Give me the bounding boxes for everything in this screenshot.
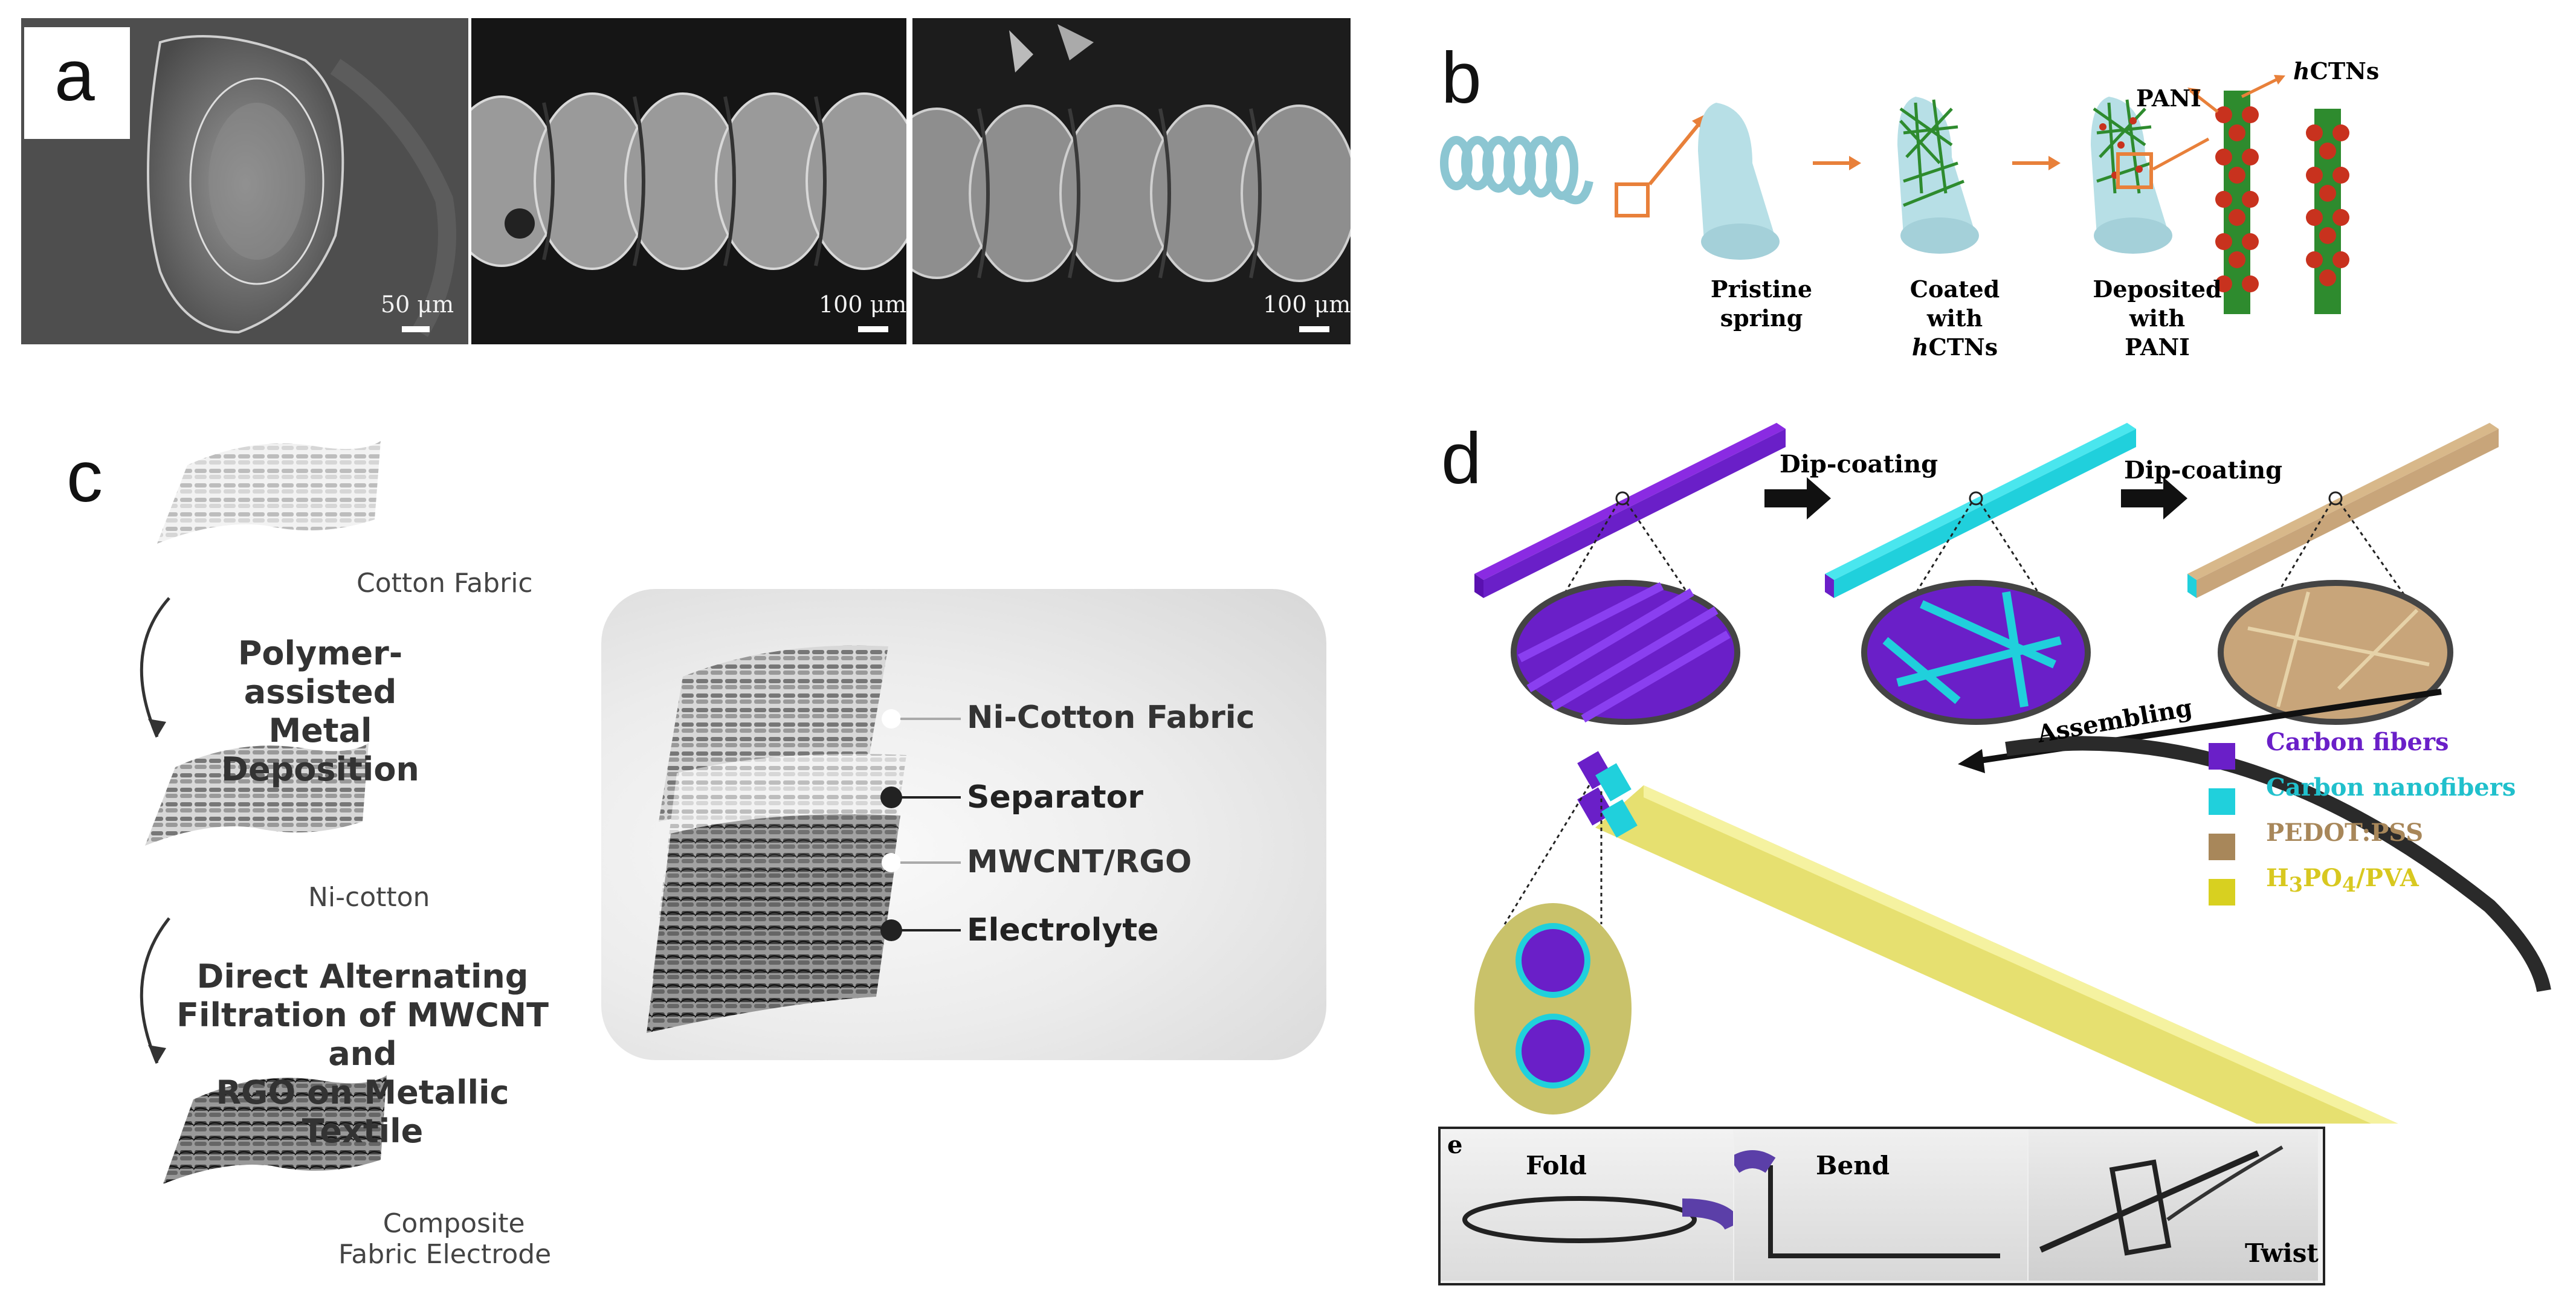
photo-label-bend: Bend: [1816, 1151, 1890, 1180]
step-line: Metal Deposition: [221, 712, 419, 788]
legend-pedot-pss: PEDOT:PSS: [2266, 819, 2424, 847]
scale-label: 100 μm: [819, 291, 907, 318]
layer-label-electrolyte: Electrolyte: [967, 912, 1159, 948]
step-label-coated: Coated with hCTNs: [1882, 275, 2027, 362]
fiber-supercapacitor-diagram: [1474, 423, 2551, 1124]
callout-pani: PANI: [2136, 85, 2201, 112]
step-label-pristine: Pristine spring: [1701, 275, 1822, 333]
scale-bar: [858, 326, 888, 332]
stacked-layers-illustration: [647, 645, 961, 1033]
panel-letter-e: e: [1447, 1131, 1463, 1159]
step-line: PANI: [2125, 333, 2190, 361]
step-line: RGO on Metallic Textile: [216, 1073, 509, 1150]
step-line: Polymer-assisted: [237, 634, 403, 711]
step-line: Pristine: [1710, 275, 1813, 303]
photo-label-twist: Twist: [2245, 1238, 2319, 1268]
label-composite: Composite Fabric Electrode: [338, 1208, 551, 1270]
scale-bar: [1299, 326, 1329, 332]
photo-twist: [2029, 1129, 2318, 1281]
spring-schematic-diagram: [1440, 75, 2349, 314]
sem-image-coiled-spring-2: [912, 18, 1351, 344]
fabric-process-diagram: [140, 441, 387, 1184]
sem-image-coiled-spring-1: [471, 18, 906, 344]
step-line: spring: [1720, 304, 1803, 332]
panel-letter-b: b: [1441, 37, 1482, 118]
callout-hctns: hCTNs: [2293, 57, 2380, 85]
step-direct-alternating: Direct Alternating Filtration of MWCNT a…: [157, 957, 568, 1151]
label-line: Fabric Electrode: [338, 1239, 552, 1270]
photo-label-fold: Fold: [1526, 1151, 1587, 1180]
panel-letter-d: d: [1441, 418, 1482, 499]
step-line: Coated with: [1909, 275, 2000, 332]
hctns-text: CTNs: [2310, 57, 2380, 85]
layer-label-separator: Separator: [967, 779, 1143, 815]
panel-letter-c: c: [66, 436, 103, 517]
layer-label-ni-cotton: Ni-Cotton Fabric: [967, 700, 1255, 736]
step-label-deposited: Deposited with PANI: [2067, 275, 2248, 362]
legend-carbon-nanofibers: Carbon nanofibers: [2266, 773, 2516, 802]
photo-bend: [1734, 1129, 2027, 1281]
photo-fold: [1441, 1129, 1733, 1281]
step-line: Direct Alternating: [196, 957, 529, 996]
step-line: Filtration of MWCNT and: [176, 996, 549, 1073]
step-line: hCTNs: [1911, 333, 1998, 361]
label-cotton-fabric: Cotton Fabric: [357, 568, 533, 599]
label-dip-coating-1: Dip-coating: [1780, 450, 1938, 478]
label-ni-cotton: Ni-cotton: [308, 882, 430, 913]
scale-bar: [402, 326, 430, 332]
label-dip-coating-2: Dip-coating: [2124, 456, 2283, 484]
layer-label-mwcnt-rgo: MWCNT/RGO: [967, 844, 1192, 880]
step-line: Deposited with: [2093, 275, 2222, 332]
scale-label: 100 μm: [1263, 291, 1351, 318]
label-line: Composite: [383, 1208, 525, 1239]
legend-carbon-fibers: Carbon fibers: [2266, 728, 2449, 756]
legend-h3po4-pva: H3PO4/PVA: [2266, 864, 2419, 896]
scale-label: 50 μm: [381, 291, 454, 318]
panel-letter-a: a: [24, 27, 130, 139]
step-polymer-assisted: Polymer-assisted Metal Deposition: [169, 634, 471, 789]
